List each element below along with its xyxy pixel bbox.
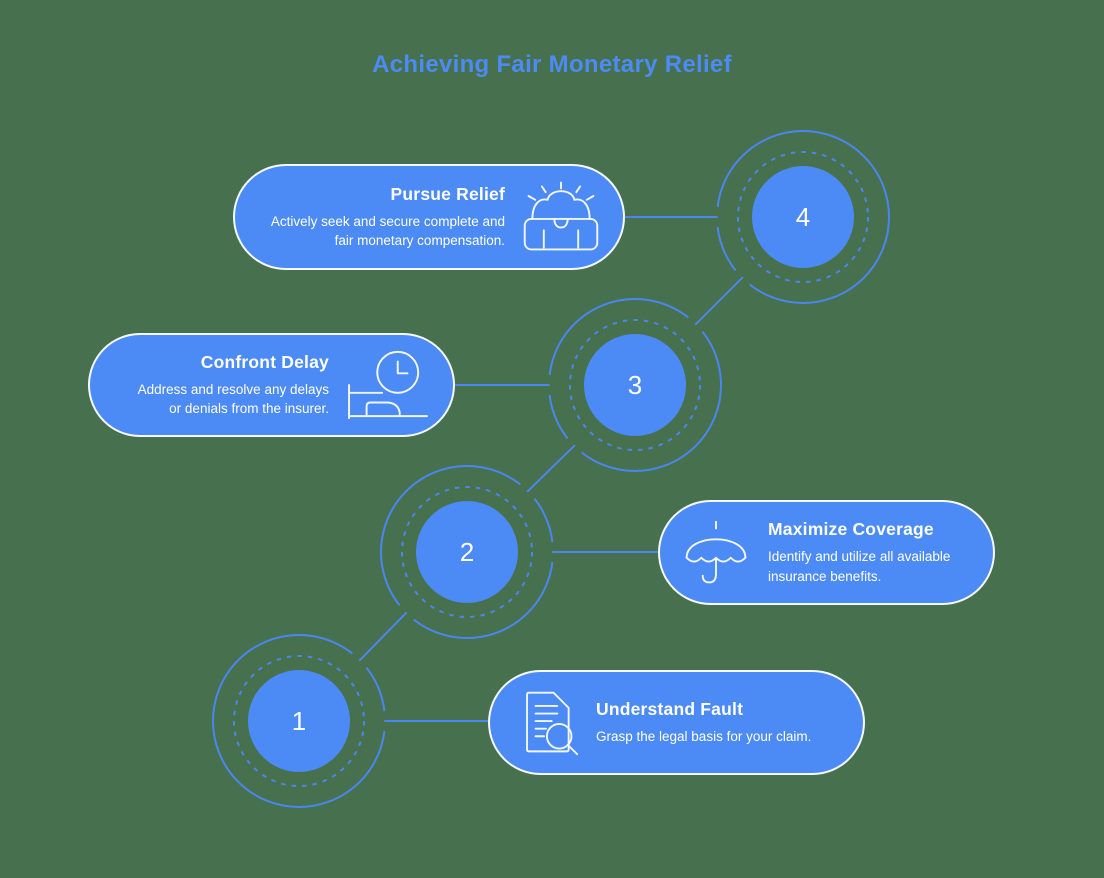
step-title: Pursue Relief <box>390 183 505 204</box>
step-description: Address and resolve any delays or denial… <box>137 381 329 416</box>
step-number: 3 <box>628 370 642 400</box>
page-title: Achieving Fair Monetary Relief <box>372 51 732 78</box>
node-circle <box>416 501 518 603</box>
treasure-chest-icon <box>519 180 603 254</box>
node-dashed-ring <box>233 655 365 787</box>
step-title: Maximize Coverage <box>768 519 934 540</box>
step-card-understand-fault: Understand Fault Grasp the legal basis f… <box>488 670 865 775</box>
node-dashed-ring <box>569 319 701 451</box>
step-card-confront-delay: Confront Delay Address and resolve any d… <box>88 333 455 437</box>
clock-bed-icon <box>343 348 433 422</box>
node-circle <box>248 670 350 772</box>
connector-line <box>526 444 576 493</box>
step-description: Actively seek and secure complete and fa… <box>270 213 505 248</box>
step-number: 4 <box>796 202 810 232</box>
step-number: 1 <box>292 706 306 736</box>
connector-line <box>358 611 408 662</box>
step-title: Understand Fault <box>596 698 744 719</box>
node-circle <box>584 334 686 436</box>
node-dashed-ring <box>401 486 533 618</box>
node-dashed-ring <box>737 151 869 283</box>
step-description: Grasp the legal basis for your claim. <box>596 728 812 744</box>
node-circle <box>752 166 854 268</box>
step-title: Confront Delay <box>200 351 329 372</box>
step-card-pursue-relief: Pursue Relief Actively seek and secure c… <box>233 164 625 270</box>
step-description: Identify and utilize all available insur… <box>768 549 951 584</box>
step-card-maximize-coverage: Maximize Coverage Identify and utilize a… <box>658 500 995 605</box>
connector-line <box>694 276 744 326</box>
document-search-icon <box>510 687 580 759</box>
step-number: 2 <box>460 537 474 567</box>
umbrella-icon <box>680 516 752 590</box>
